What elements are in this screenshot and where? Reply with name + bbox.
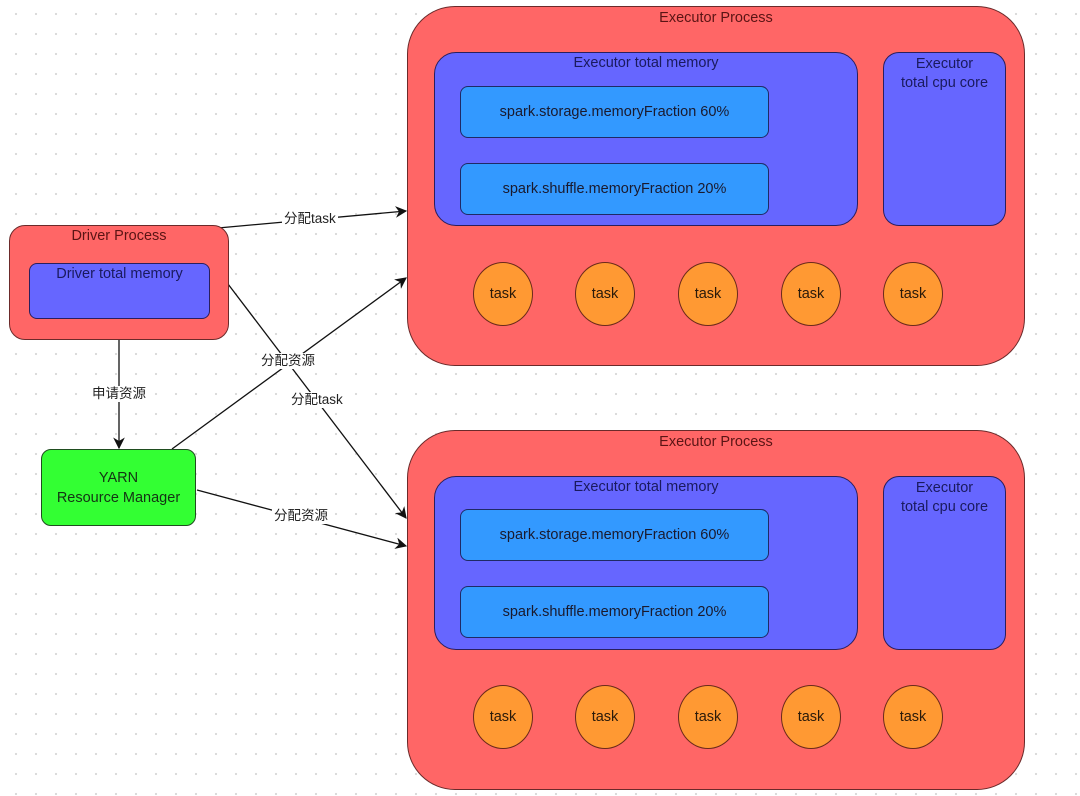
executor-total-memory[interactable]: Executor total memory spark.storage.memo… [434,52,858,226]
executor-cpu-label-line2: total cpu core [900,75,989,91]
task-node[interactable]: task [781,262,841,326]
driver-total-memory[interactable]: Driver total memory [29,263,210,319]
edge-label-yarn-to-executor1: 分配资源 [259,353,317,369]
executor-process[interactable]: Executor Process Executor total memory s… [407,6,1025,366]
executor-cpu-label-line1: Executor [915,56,974,72]
driver-memory-label: Driver total memory [56,266,183,282]
driver-process-title: Driver Process [71,228,167,244]
task-node[interactable]: task [473,685,533,749]
yarn-resource-manager[interactable]: YARN Resource Manager [41,449,196,526]
executor-cpu-label-line2: total cpu core [900,499,989,515]
edge-label-driver-to-executor2: 分配task [289,392,345,408]
edge-label-driver-to-yarn: 申请资源 [90,386,148,402]
executor-cpu-core[interactable]: Executor total cpu core [883,476,1006,650]
executor-process[interactable]: Executor Process Executor total memory s… [407,430,1025,790]
task-node[interactable]: task [883,262,943,326]
executor-process-title: Executor Process [659,434,773,450]
executor-cpu-label-line1: Executor [915,480,974,496]
task-node[interactable]: task [678,685,738,749]
edge-label-driver-to-executor1: 分配task [282,211,338,227]
executor-memory-label: Executor total memory [573,479,719,495]
executor-memory-label: Executor total memory [573,55,719,71]
yarn-label-line1: YARN [98,469,139,486]
executor-process-title: Executor Process [659,10,773,26]
yarn-label-line2: Resource Manager [56,489,181,506]
shuffle-memory-fraction[interactable]: spark.shuffle.memoryFraction 20% [460,586,769,638]
task-node[interactable]: task [575,685,635,749]
storage-memory-fraction[interactable]: spark.storage.memoryFraction 60% [460,509,769,561]
task-node[interactable]: task [575,262,635,326]
task-node[interactable]: task [678,262,738,326]
task-node[interactable]: task [473,262,533,326]
driver-process[interactable]: Driver Process Driver total memory [9,225,229,340]
shuffle-memory-fraction[interactable]: spark.shuffle.memoryFraction 20% [460,163,769,215]
task-node[interactable]: task [883,685,943,749]
executor-total-memory[interactable]: Executor total memory spark.storage.memo… [434,476,858,650]
executor-cpu-core[interactable]: Executor total cpu core [883,52,1006,226]
edge-label-yarn-to-executor2: 分配资源 [272,508,330,524]
storage-memory-fraction[interactable]: spark.storage.memoryFraction 60% [460,86,769,138]
task-node[interactable]: task [781,685,841,749]
